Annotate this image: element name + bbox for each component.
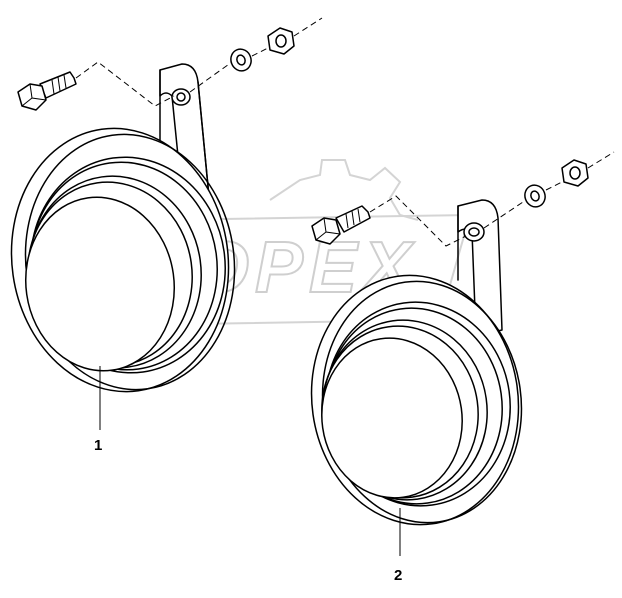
- assembly-line: [587, 151, 615, 169]
- assembly-line: [189, 61, 233, 93]
- horn-2: [310, 199, 523, 526]
- callout-2: 2: [394, 508, 402, 584]
- bolt-icon: [17, 71, 77, 111]
- nut-icon: [267, 27, 295, 55]
- assembly-line: [545, 181, 563, 191]
- bracket-2: [457, 199, 503, 337]
- washer-icon: [524, 184, 546, 208]
- assembly-line: [483, 199, 527, 229]
- fastener-set-1: [17, 17, 323, 111]
- assembly-line: [75, 61, 175, 107]
- callout-1: 1: [94, 366, 102, 454]
- washer-icon: [230, 48, 252, 72]
- horn-2-face: [321, 337, 463, 499]
- assembly-line: [251, 47, 269, 57]
- bolt-icon: [311, 205, 371, 245]
- horn-1: [10, 63, 236, 393]
- horn-1-face: [24, 196, 176, 372]
- callout-label-1: 1: [94, 437, 102, 454]
- callout-label-2: 2: [394, 567, 402, 584]
- assembly-line: [369, 195, 467, 247]
- fastener-set-2: [311, 151, 615, 247]
- assembly-line: [293, 17, 323, 37]
- nut-icon: [561, 159, 589, 187]
